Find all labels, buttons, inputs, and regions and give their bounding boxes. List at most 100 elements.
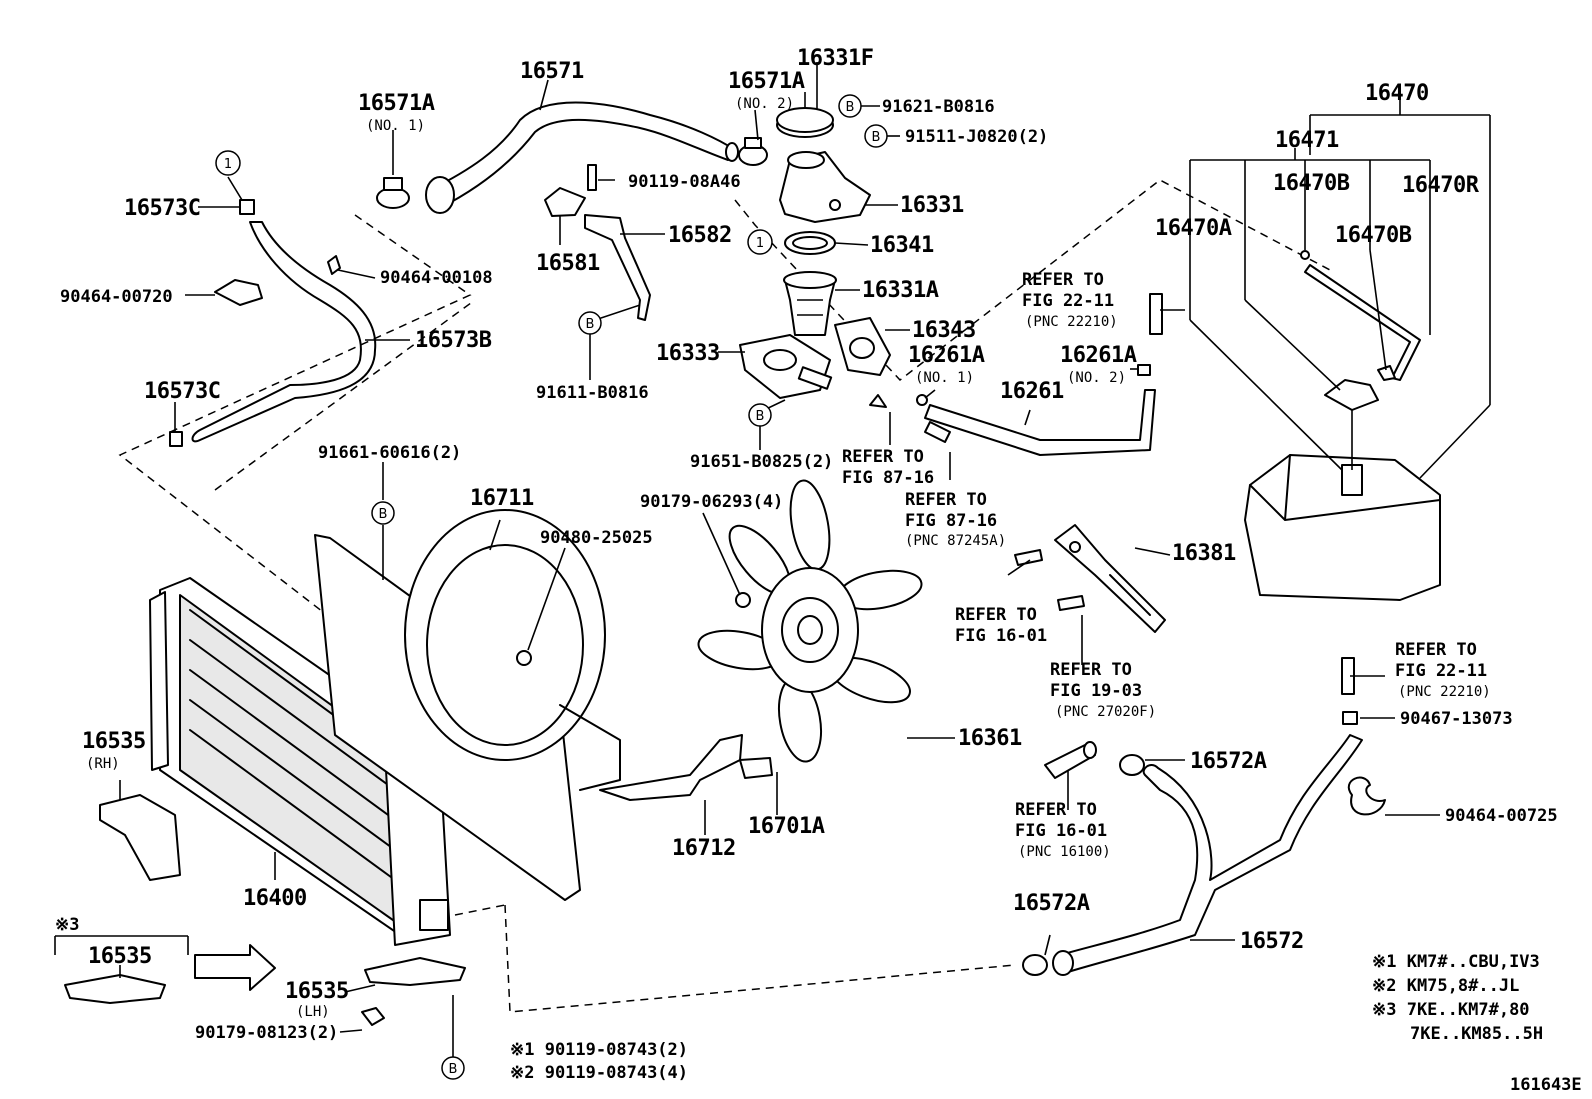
refer-fig-16-01-b: REFER TO FIG 16-01 (PNC 16100) [1015, 800, 1111, 860]
refer-to-notes: REFER TO FIG 22-11 (PNC 22210) REFER TO … [842, 270, 1491, 860]
svg-text:REFER TO: REFER TO [955, 605, 1037, 625]
label-91661-60616: 91661-60616(2) [318, 443, 461, 463]
svg-text:FIG 16-01: FIG 16-01 [955, 626, 1047, 646]
refer-fig-22-11-bottom: REFER TO FIG 22-11 (PNC 22210) [1395, 640, 1491, 700]
label-90464-00720: 90464-00720 [60, 287, 173, 307]
clip-90464-00725 [1348, 776, 1386, 816]
label-90480-25025: 90480-25025 [540, 528, 653, 548]
svg-text:REFER TO: REFER TO [1395, 640, 1477, 660]
label-16571A-no2: 16571A [728, 69, 805, 94]
label-16381: 16381 [1172, 541, 1236, 566]
label-16471: 16471 [1275, 128, 1339, 153]
label-16711: 16711 [470, 486, 534, 511]
svg-text:B: B [756, 409, 765, 424]
label-16333: 16333 [656, 341, 720, 366]
label-16261A-no2-note: (NO. 2) [1067, 370, 1126, 386]
water-inlet-housing [779, 151, 871, 223]
svg-text:(PNC 16100): (PNC 16100) [1018, 844, 1111, 860]
label-16581: 16581 [536, 251, 600, 276]
radiator-support-box [64, 974, 166, 1004]
label-16331F: 16331F [797, 46, 873, 71]
label-note-1: ※1 90119-08743(2) [510, 1040, 688, 1060]
legend-line-1: ※1 KM7#..CBU,IV3 [1372, 952, 1540, 972]
label-90467-13073: 90467-13073 [1400, 709, 1513, 729]
circle-marker-b1: B [838, 94, 862, 118]
model-legend: ※1 KM7#..CBU,IV3 ※2 KM75,8#..JL ※3 7KE..… [1372, 952, 1543, 1044]
svg-text:B: B [449, 1062, 458, 1077]
label-16470A: 16470A [1155, 216, 1232, 241]
label-90179-06293: 90179-06293(4) [640, 492, 783, 512]
label-90179-08123: 90179-08123(2) [195, 1023, 338, 1043]
label-16261A-no2: 16261A [1060, 343, 1137, 368]
label-16572A-bottom: 16572A [1013, 891, 1090, 916]
label-16261A-no1: 16261A [908, 343, 985, 368]
svg-text:FIG 16-01: FIG 16-01 [1015, 821, 1107, 841]
svg-text:(PNC 87245A): (PNC 87245A) [905, 533, 1006, 549]
lower-radiator-hose [1052, 734, 1363, 976]
label-16535-rh-note: (RH) [86, 756, 120, 772]
small-clamps [869, 364, 1151, 408]
label-91611-B0816: 91611-B0816 [536, 383, 649, 403]
label-16331A: 16331A [862, 278, 939, 303]
svg-text:FIG 87-16: FIG 87-16 [905, 511, 997, 531]
label-16582: 16582 [668, 223, 732, 248]
label-16535-lh: 16535 [285, 979, 349, 1004]
label-leaders [54, 62, 1491, 1058]
label-16261A-no1-note: (NO. 1) [915, 370, 974, 386]
label-16470B-b: 16470B [1335, 223, 1412, 248]
svg-text:1: 1 [756, 236, 764, 251]
dashed-leader-lines [118, 179, 1331, 1013]
radiator-support-lh [364, 957, 466, 986]
part-number-labels: 16571 16571A (NO. 1) 16571A (NO. 2) 1633… [55, 46, 1558, 1083]
label-note-2: ※2 90119-08743(4) [510, 1063, 688, 1083]
circle-marker-b3: B [578, 311, 602, 335]
label-mark-3: ※3 [55, 915, 79, 935]
water-outlet [739, 334, 833, 399]
svg-text:REFER TO: REFER TO [1022, 270, 1104, 290]
label-91511-J0820: 91511-J0820(2) [905, 127, 1048, 147]
svg-text:(PNC 27020F): (PNC 27020F) [1055, 704, 1156, 720]
thermostat [783, 271, 837, 336]
bolt-90480 [516, 650, 532, 666]
overflow-hose [169, 199, 377, 447]
clip-90464-00108 [327, 255, 341, 275]
label-16261: 16261 [1000, 379, 1064, 404]
svg-text:B: B [846, 100, 855, 115]
label-91621-B0816: 91621-B0816 [882, 97, 995, 117]
circle-marker-b4: B [748, 403, 772, 427]
label-16341: 16341 [870, 233, 934, 258]
refer-fig-22-11-top: REFER TO FIG 22-11 (PNC 22210) [1022, 270, 1118, 330]
clip-90467-13073 [1342, 711, 1358, 725]
label-16470R: 16470R [1402, 173, 1480, 198]
label-16571A-no1-note: (NO. 1) [366, 118, 425, 134]
label-16535-lh-note: (LH) [296, 1004, 330, 1020]
label-16361: 16361 [958, 726, 1022, 751]
circle-marker-b2: B [864, 124, 888, 148]
label-16343: 16343 [912, 318, 976, 343]
reservoir-hose [1300, 250, 1421, 381]
label-16470B-a: 16470B [1273, 171, 1350, 196]
svg-text:B: B [872, 130, 881, 145]
refer-fig-87-16-a: REFER TO FIG 87-16 [842, 447, 934, 488]
label-16535-box: 16535 [88, 944, 152, 969]
arrow [194, 944, 276, 991]
svg-text:FIG 22-11: FIG 22-11 [1022, 291, 1114, 311]
label-16470: 16470 [1365, 81, 1429, 106]
legend-line-2: ※2 KM75,8#..JL [1372, 976, 1519, 996]
outlet-gasket [834, 317, 891, 376]
svg-text:1: 1 [224, 157, 232, 172]
fan-shroud [314, 509, 621, 901]
label-16331: 16331 [900, 193, 964, 218]
hose-clamp-no1 [376, 177, 410, 209]
bracket-16381 [1054, 524, 1166, 633]
svg-text:REFER TO: REFER TO [905, 490, 987, 510]
svg-text:REFER TO: REFER TO [1015, 800, 1097, 820]
clip-16701A [739, 757, 773, 779]
label-90464-00725: 90464-00725 [1445, 806, 1558, 826]
circle-marker-b6: B [441, 1056, 465, 1080]
refer-fig-19-03: REFER TO FIG 19-03 (PNC 27020F) [1050, 660, 1156, 720]
cooling-fan [697, 479, 923, 763]
gasket [784, 231, 836, 255]
circle-marker-1-top: 1 [215, 150, 241, 176]
shroud-lower [599, 734, 743, 801]
